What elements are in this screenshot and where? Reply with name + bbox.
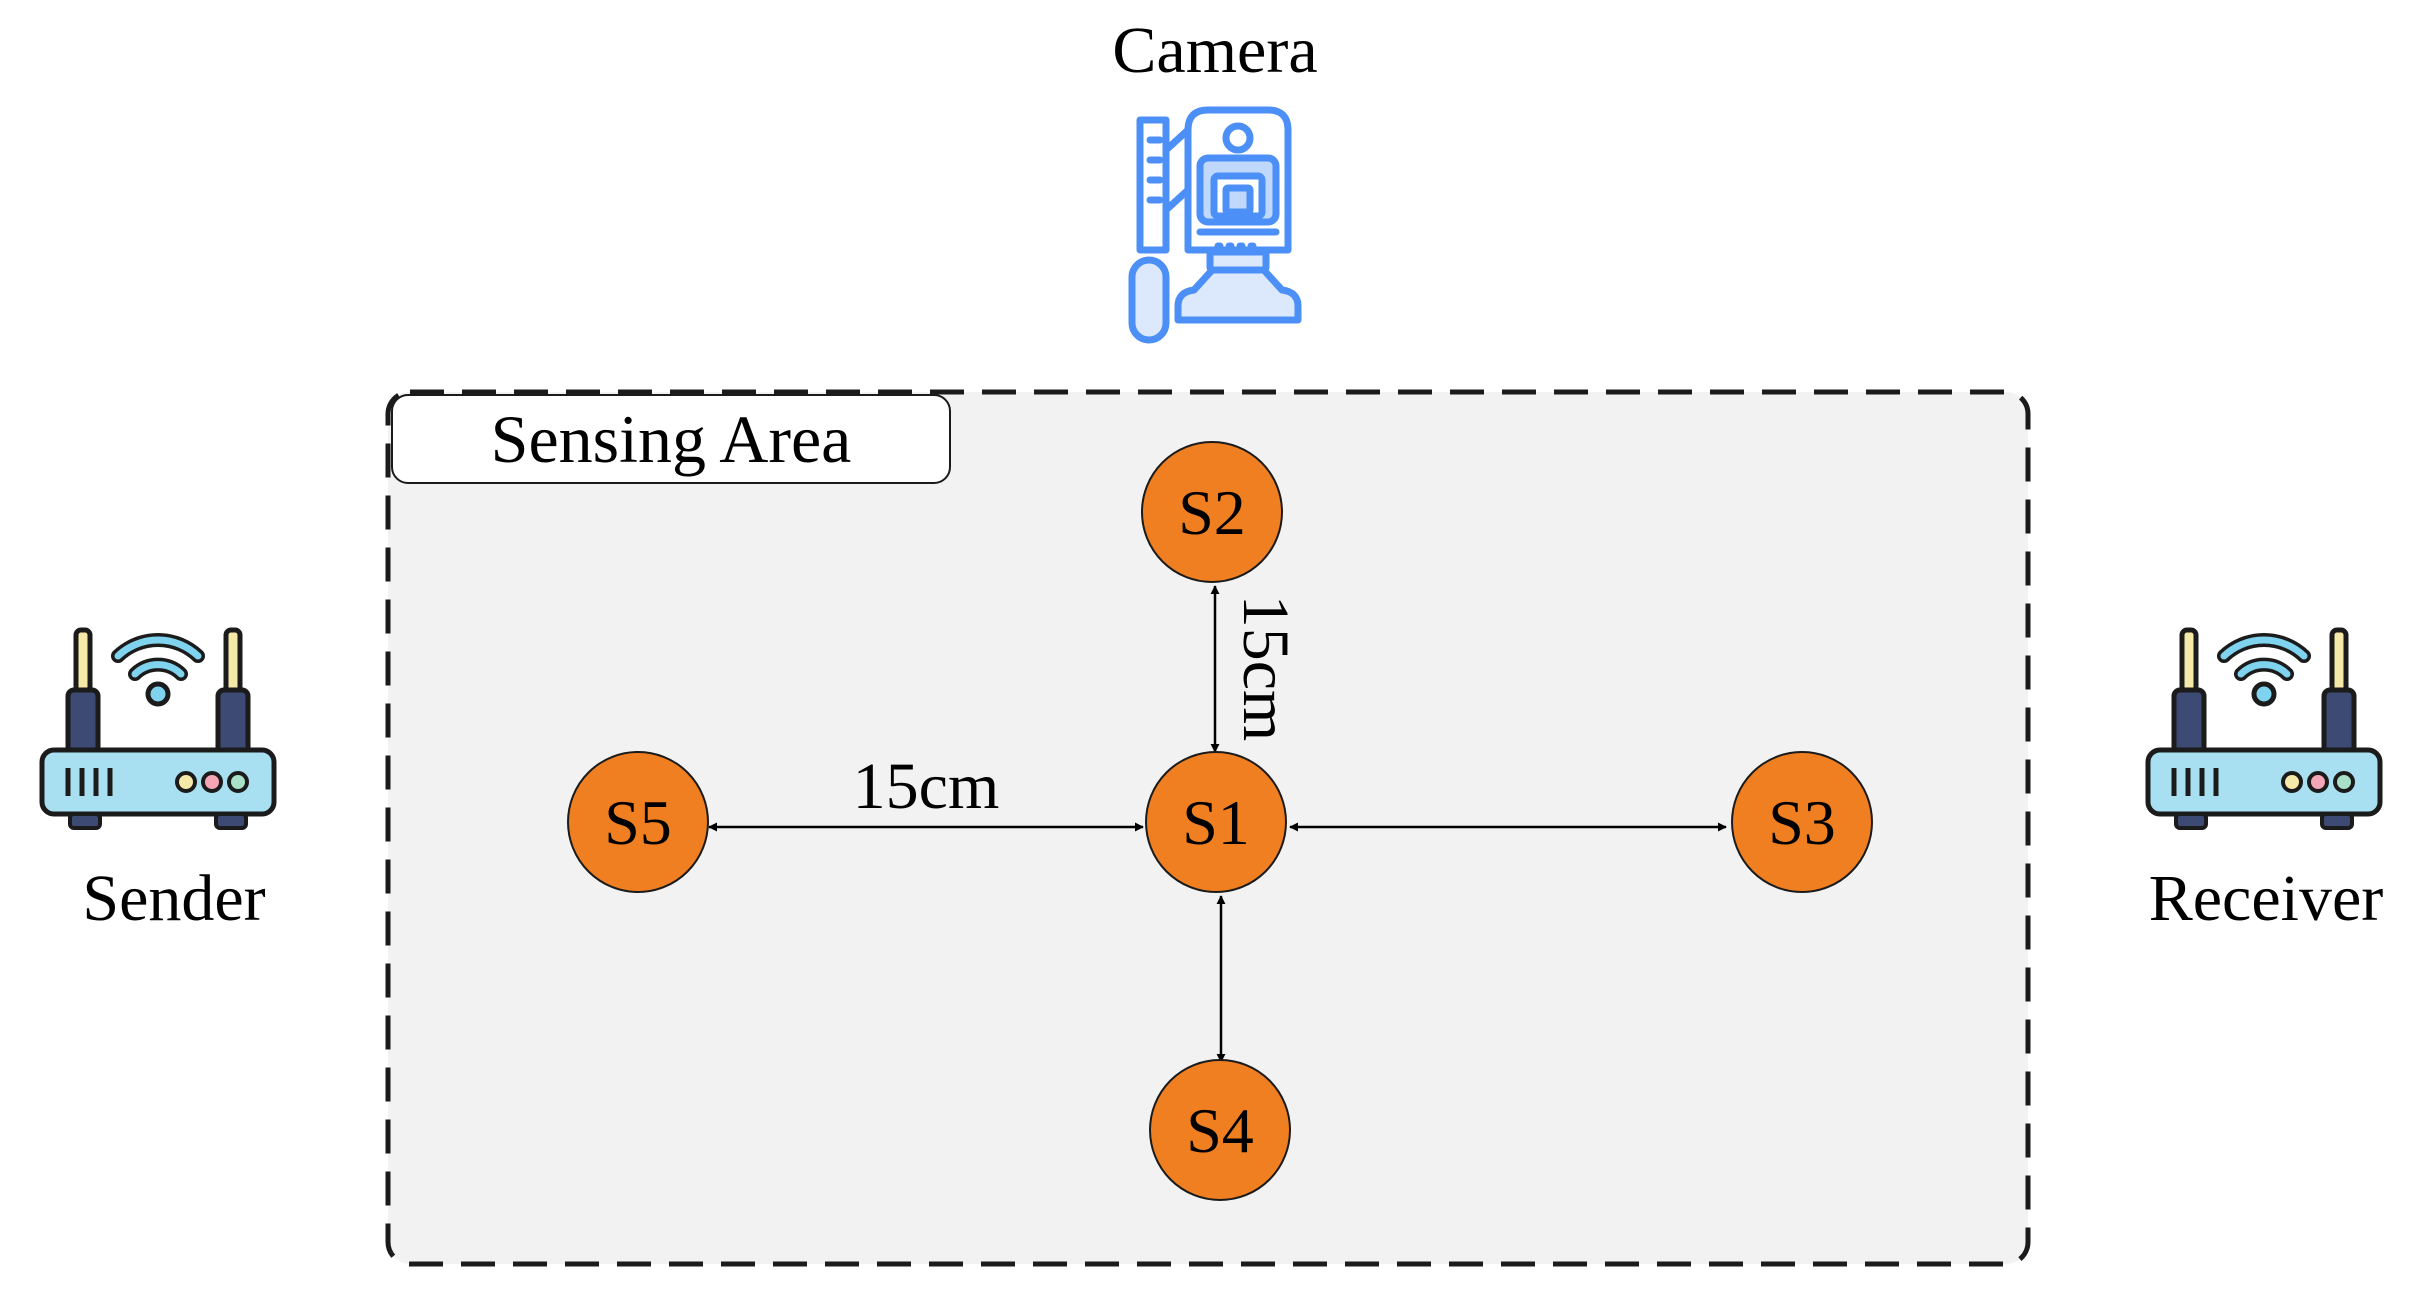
sensing-area-title-box: Sensing Area [391,394,951,484]
sender-label: Sender [82,862,265,935]
sensor-s2: S2 [1141,441,1283,583]
sensor-s5-label: S5 [604,787,672,858]
sensor-s3: S3 [1731,751,1873,893]
sensor-s1: S1 [1145,751,1287,893]
sender-router-icon [42,630,274,828]
camera-icon [1128,106,1302,344]
sensing-area-label: Sensing Area [491,401,852,477]
sensor-s4: S4 [1149,1059,1291,1201]
sensor-s2-label: S2 [1178,477,1246,548]
receiver-label: Receiver [2149,862,2384,935]
distance-label-horizontal: 15cm [853,750,1000,823]
sensor-s3-label: S3 [1768,787,1836,858]
receiver-router-icon [2148,630,2380,828]
sensor-s4-label: S4 [1186,1095,1254,1166]
sensor-s1-label: S1 [1182,787,1250,858]
sensor-s5: S5 [567,751,709,893]
distance-label-vertical: 15cm [1229,595,1302,742]
camera-label: Camera [1112,14,1317,87]
